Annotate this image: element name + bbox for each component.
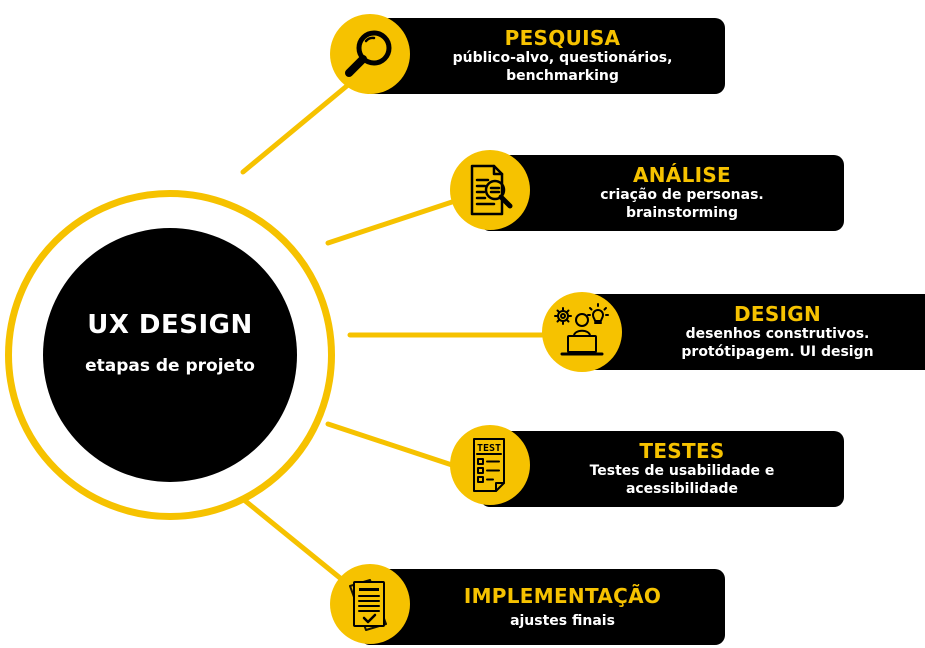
stage-description-line: protótipagem. UI design <box>681 344 874 360</box>
stage-description-line: benchmarking <box>506 68 619 84</box>
designer-laptop-icon <box>554 303 609 356</box>
stage-icon-badge <box>450 150 530 230</box>
stage-icon-badge <box>330 14 410 94</box>
stage-icon-badge <box>542 292 622 372</box>
connector-implementacao <box>235 492 348 585</box>
stage-icon-badge <box>330 564 410 644</box>
connector-pesquisa <box>240 82 351 175</box>
magnifier-icon <box>345 30 392 77</box>
stage-description-line: brainstorming <box>625 205 739 221</box>
stage-card-pesquisa: PESQUISA público-alvo, questionários, be… <box>360 18 725 94</box>
stage-title: PESQUISA <box>504 26 621 50</box>
connector-testes <box>325 421 455 468</box>
svg-text:TEST: TEST <box>477 443 501 454</box>
stage-title: IMPLEMENTAÇÃO <box>463 583 662 608</box>
stage-card-implementacao: IMPLEMENTAÇÃO ajustes finais <box>360 569 725 645</box>
test-checklist-icon: TEST <box>473 438 505 492</box>
stage-card-design: DESIGN desenhos construtivos. protótipag… <box>575 294 925 370</box>
stage-description-line: público-alvo, questionários, <box>452 50 673 66</box>
approved-documents-icon <box>349 579 387 631</box>
document-search-icon <box>470 164 513 216</box>
hub-circle: UX DESIGN etapas de projeto <box>43 228 297 482</box>
stage-description-line: ajustes finais <box>510 612 615 629</box>
stage-title: TESTES <box>639 439 725 463</box>
stage-title: DESIGN <box>733 302 822 326</box>
stage-icon-badge: TEST <box>450 425 530 505</box>
stage-card-analise: ANÁLISE criação de personas. brainstormi… <box>480 155 844 231</box>
stage-description-line: criação de personas. <box>600 187 764 203</box>
stage-description-line: acessibilidade <box>625 481 739 497</box>
hub-title: UX DESIGN <box>87 310 253 340</box>
hub-subtitle: etapas de projeto <box>85 356 255 376</box>
stage-description-line: desenhos construtivos. <box>685 326 870 342</box>
stage-description-line: Testes de usabilidade e <box>589 463 775 479</box>
connector-analise <box>325 199 455 246</box>
stage-title: ANÁLISE <box>632 163 732 187</box>
stage-card-testes: TESTES Testes de usabilidade e acessibil… <box>480 431 844 507</box>
